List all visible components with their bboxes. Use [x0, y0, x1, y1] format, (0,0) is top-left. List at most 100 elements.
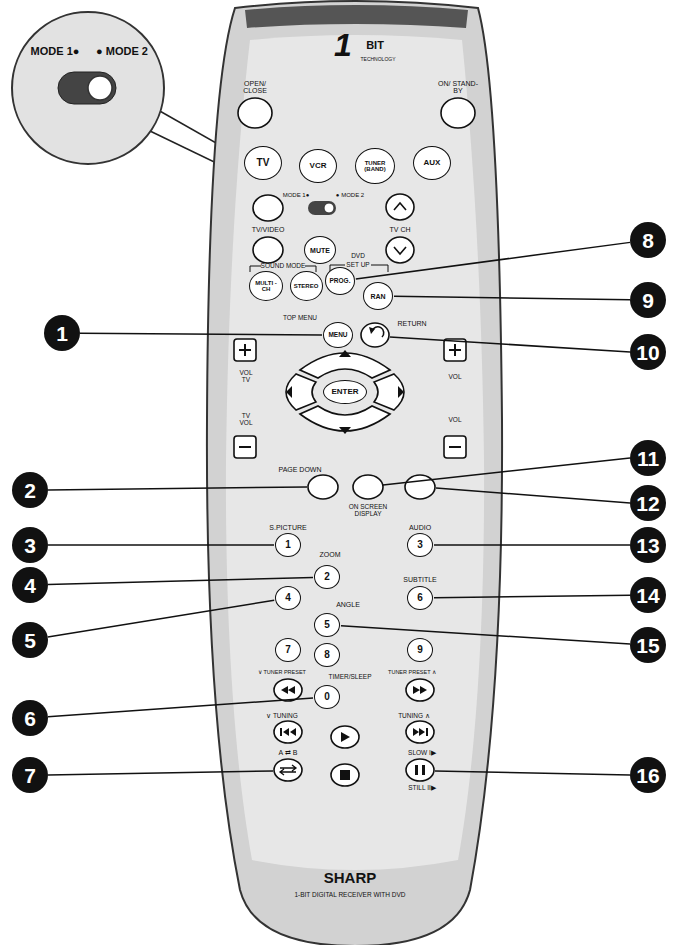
callout-number: 4 [12, 567, 48, 603]
remote-switch [308, 201, 336, 215]
button-text: AUX [424, 159, 441, 167]
icon-buttons [353, 475, 383, 499]
printed-label: ● MODE 2 [96, 46, 148, 58]
printed-label: TECHNOLOGY [360, 57, 395, 62]
button-icons [341, 732, 350, 742]
remote-switch [324, 203, 334, 213]
leader-line [394, 296, 630, 299]
callout-number: 2 [12, 472, 48, 508]
inset [12, 12, 164, 164]
button-text: 9 [417, 645, 423, 655]
leader-line [48, 771, 273, 775]
callout-text: 13 [636, 535, 659, 556]
callout-number: 12 [630, 485, 666, 521]
icon-buttons [386, 237, 414, 263]
printed-label: SET UP [346, 262, 369, 269]
printed-label: VOL [448, 417, 461, 424]
button-text: STEREO [294, 283, 319, 289]
remote-button: TV [244, 146, 282, 180]
icon-buttons [361, 323, 389, 347]
remote-button: MULTI -CH [249, 271, 283, 301]
remote-button: 7 [275, 638, 301, 662]
button-icons [280, 765, 296, 775]
button-text: 5 [324, 620, 330, 630]
callout-number: 6 [12, 700, 48, 736]
icon-buttons [274, 759, 302, 781]
remote-button: ENTER [323, 380, 367, 404]
printed-label: TUNING ∧ [398, 713, 430, 720]
inset [58, 72, 116, 104]
printed-label: VOL [448, 374, 461, 381]
printed-label: TV/VIDEO [252, 226, 285, 233]
button-icons [413, 686, 427, 694]
callout-number: 11 [630, 440, 666, 476]
callout-text: 8 [642, 230, 654, 251]
icon-buttons [386, 194, 414, 220]
button-text: 4 [285, 593, 291, 603]
button-icons [339, 427, 351, 434]
icon-buttons [331, 726, 359, 748]
printed-label: VOL TV [237, 370, 255, 384]
printed-label: ● MODE 2 [336, 192, 364, 198]
button-icons [369, 327, 375, 334]
callout-text: 15 [636, 635, 659, 656]
button-text: RAN [370, 293, 385, 300]
remote-button: PROG. [325, 267, 355, 295]
icon-buttons [405, 475, 435, 499]
printed-label: TV VOL [237, 413, 255, 427]
printed-label: ∨ TUNING [266, 713, 298, 720]
callout-text: 3 [24, 535, 36, 556]
remote-button: TUNER (BAND) [355, 148, 395, 184]
printed-label: SLOW I▶ [408, 750, 436, 757]
remote-button: 4 [275, 586, 301, 610]
callout-text: 4 [24, 575, 36, 596]
remote-button: 1 [275, 533, 301, 557]
callout-text: 11 [637, 448, 659, 469]
printed-label: 1 [334, 29, 352, 63]
button-icons [281, 686, 295, 694]
remote-button: RAN [363, 282, 393, 310]
callout-number: 8 [630, 222, 666, 258]
printed-label: MODE 1● [283, 192, 310, 198]
remote-body [207, 1, 502, 945]
printed-label: SHARP [324, 870, 377, 886]
callout-text: 7 [24, 765, 36, 786]
icon-buttons [331, 764, 359, 786]
icon-buttons [274, 679, 302, 701]
button-text: 1 [285, 540, 291, 550]
button-text: 3 [417, 540, 423, 550]
remote-body [207, 1, 502, 945]
button-text: ENTER [331, 388, 358, 396]
button-icons [394, 203, 406, 210]
printed-label: 1-BIT DIGITAL RECEIVER WITH DVD [294, 892, 405, 899]
printed-label: AUDIO [409, 524, 431, 531]
leader-line [48, 600, 274, 637]
callout-number: 5 [12, 622, 48, 658]
callout-number: 10 [630, 334, 666, 370]
printed-label: OPEN/ CLOSE [238, 80, 272, 95]
button-text: 8 [324, 650, 330, 660]
remote-button: MUTE [304, 236, 336, 264]
button-icons [339, 350, 351, 357]
remote-switch [308, 201, 336, 215]
leader-line [48, 337, 630, 775]
printed-label: ANGLE [336, 601, 360, 608]
icon-buttons [406, 679, 434, 701]
printed-label: TIMER/SLEEP [329, 674, 372, 681]
printed-label: DVD [351, 253, 365, 260]
callout-text: 9 [642, 290, 654, 311]
remote-button: 9 [407, 638, 433, 662]
printed-label: SOUND MODE [261, 263, 306, 270]
button-icons [394, 247, 406, 254]
leader-line [341, 626, 630, 644]
printed-label: RETURN [397, 320, 426, 327]
icon-buttons [406, 721, 434, 743]
button-icons [413, 728, 428, 736]
printed-label: PAGE DOWN [278, 466, 321, 473]
button-text: MENU [328, 332, 347, 339]
callout-number: 16 [630, 757, 666, 793]
remote-button: STEREO [290, 271, 323, 301]
printed-label: SUBTITLE [403, 576, 436, 583]
